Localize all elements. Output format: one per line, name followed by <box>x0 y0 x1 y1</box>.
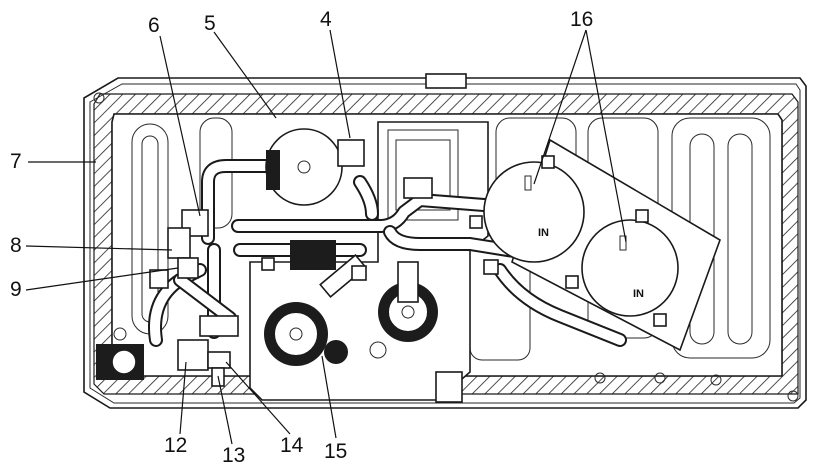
component-16-vessels: IN IN <box>483 138 721 352</box>
tank-mark-right: IN <box>633 288 644 300</box>
callout-labels: 4 5 6 7 8 9 12 13 14 15 16 <box>10 8 593 467</box>
component-15-pumps <box>264 253 438 366</box>
callout-4: 4 <box>320 8 332 31</box>
callout-6: 6 <box>148 14 160 37</box>
callout-15: 15 <box>324 440 347 463</box>
centre-fittings <box>261 177 499 275</box>
component-7-drain-coil <box>96 344 144 380</box>
left-valve-cluster <box>113 209 239 387</box>
callout-7: 7 <box>10 150 22 173</box>
callout-14: 14 <box>280 434 304 457</box>
component-5-vessel <box>265 128 365 206</box>
callout-5: 5 <box>204 12 216 35</box>
bottom-bracket <box>435 371 722 403</box>
leader-lines <box>25 29 627 445</box>
callout-9: 9 <box>10 278 22 301</box>
callout-13: 13 <box>222 444 245 467</box>
tank-mark-left: IN <box>538 227 549 239</box>
callout-16: 16 <box>570 8 593 31</box>
callout-8: 8 <box>10 234 22 257</box>
callout-12: 12 <box>164 434 187 457</box>
